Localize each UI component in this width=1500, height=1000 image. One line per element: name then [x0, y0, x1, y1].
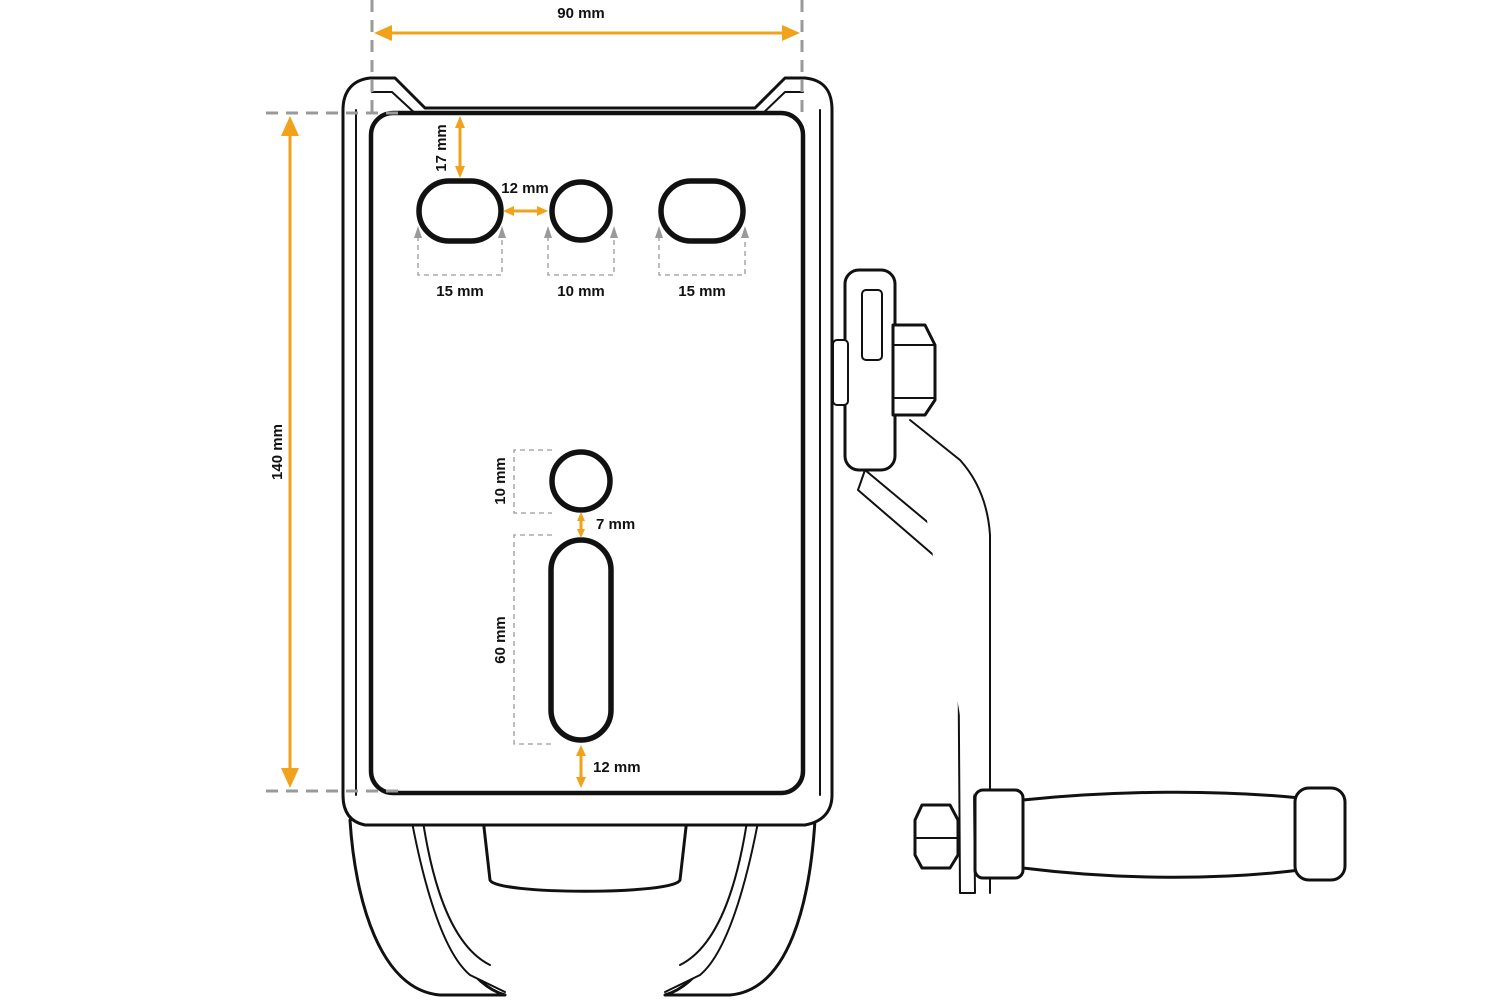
crank-handle-icon [832, 268, 1347, 894]
oval-hole-right [658, 178, 746, 244]
oval-hole-left [416, 178, 504, 244]
top-offset-label: 17 mm [433, 124, 450, 172]
hole3-width-label: 15 mm [678, 283, 726, 300]
hole2-width-label: 10 mm [557, 283, 605, 300]
extension-lines [266, 0, 804, 793]
width-label: 90 mm [557, 5, 605, 22]
bottom-offset-label: 12 mm [593, 759, 641, 776]
slot-length-label: 60 mm [492, 616, 509, 664]
lower-hole-label: 10 mm [492, 457, 509, 505]
height-label: 140 mm [269, 424, 286, 480]
hole-guides [414, 226, 749, 745]
hole1-width-label: 15 mm [436, 283, 484, 300]
hole-gap-label: 12 mm [501, 180, 549, 197]
long-slot [548, 537, 614, 743]
round-hole-top [549, 179, 613, 243]
lower-gap-label: 7 mm [596, 516, 635, 533]
dimension-arrows [281, 25, 800, 788]
round-hole-lower [549, 449, 613, 513]
